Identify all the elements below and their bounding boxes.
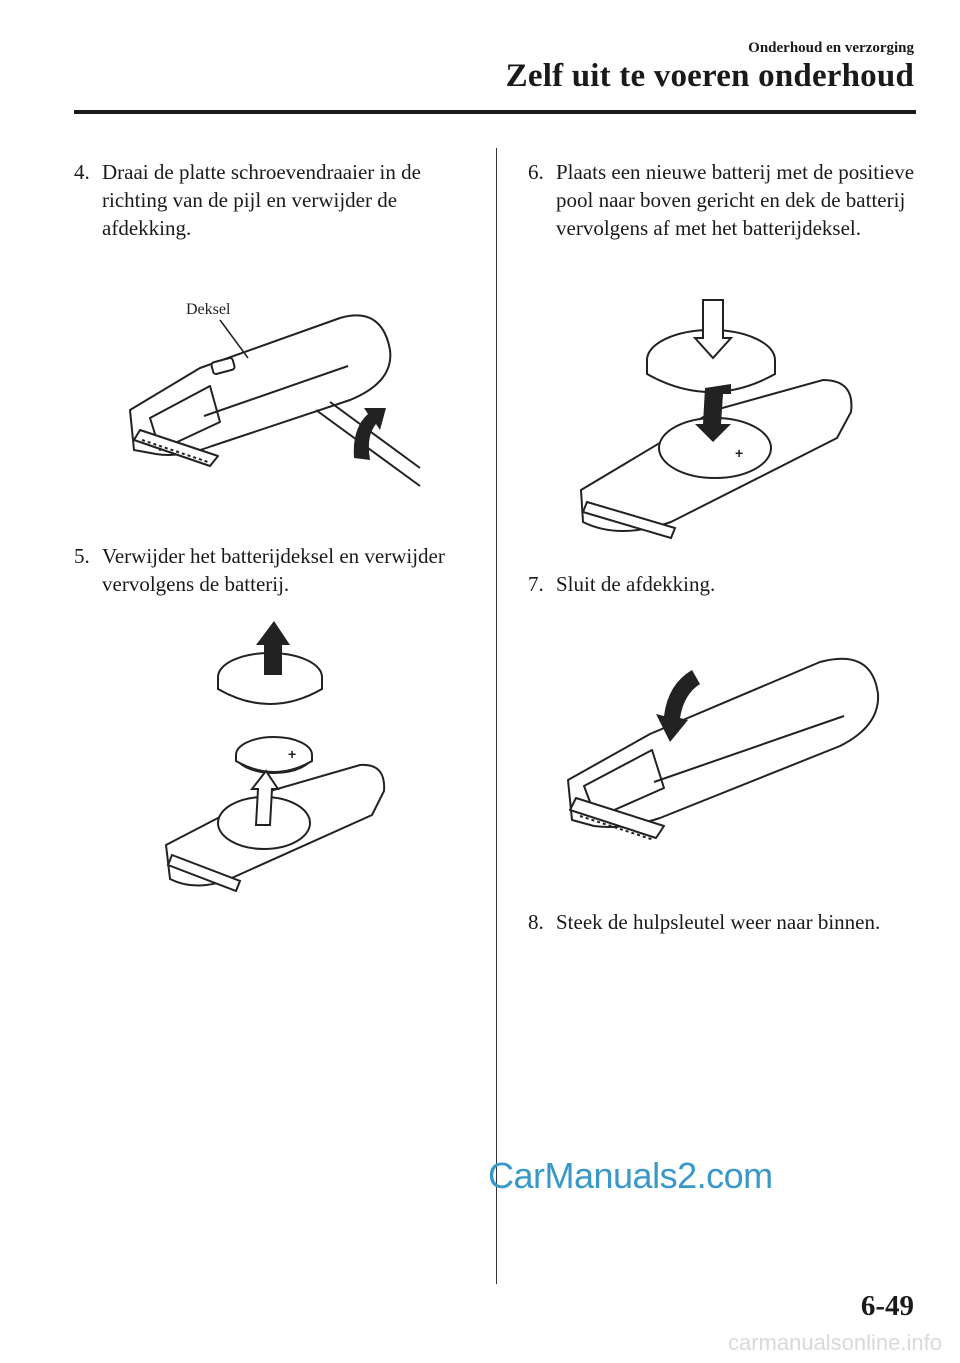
- step-text: Sluit de afdekking.: [556, 572, 716, 596]
- step-6: 6. Plaats een nieuwe batterij met de pos…: [528, 158, 918, 242]
- column-divider: [496, 148, 497, 1284]
- step-number: 4.: [74, 160, 90, 184]
- footer-url: carmanualsonline.info: [727, 1330, 942, 1355]
- step-text: Plaats een nieuwe batterij met de positi…: [556, 160, 915, 240]
- step-text: Draai de platte schroevendraaier in de r…: [102, 160, 421, 240]
- step-text: Steek de hulpsleutel weer naar binnen.: [556, 910, 881, 934]
- figure-close-cover: [560, 650, 890, 860]
- step-7: 7. Sluit de afdekking.: [528, 570, 918, 598]
- figure-remove-battery: +: [160, 615, 390, 895]
- step-number: 5.: [74, 544, 90, 568]
- chapter-title: Zelf uit te voeren onderhoud: [505, 58, 914, 94]
- step-number: 7.: [528, 572, 544, 596]
- page-number: 6-49: [860, 1290, 914, 1322]
- figure-remove-cover: Deksel: [120, 290, 430, 490]
- step-number: 6.: [528, 160, 544, 184]
- battery-plus-symbol: +: [735, 445, 743, 461]
- section-title: Onderhoud en verzorging: [748, 40, 914, 56]
- header-rule: [74, 110, 916, 114]
- step-5: 5. Verwijder het batterijdeksel en verwi…: [74, 542, 474, 598]
- step-8: 8. Steek de hulpsleutel weer naar binnen…: [528, 908, 918, 936]
- figure-insert-battery: +: [575, 290, 865, 540]
- watermark-logo: CarManuals2.com: [488, 1155, 773, 1196]
- figure-label-deksel: Deksel: [186, 301, 231, 318]
- battery-plus-symbol: +: [288, 746, 296, 762]
- step-number: 8.: [528, 910, 544, 934]
- step-4: 4. Draai de platte schroevendraaier in d…: [74, 158, 474, 242]
- step-text: Verwijder het batterijdeksel en verwijde…: [102, 544, 445, 596]
